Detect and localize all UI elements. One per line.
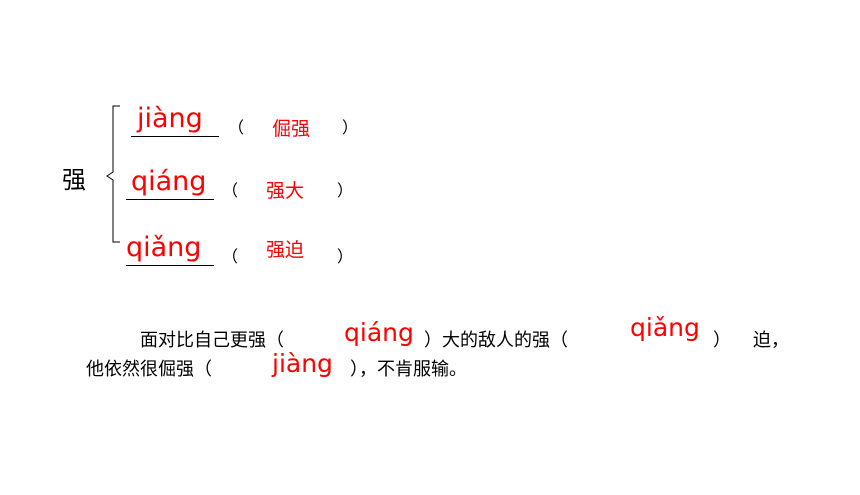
entry-pinyin: jiàng bbox=[137, 103, 203, 134]
sentence-text: 迫， bbox=[753, 330, 789, 351]
main-character: 强 bbox=[62, 166, 86, 194]
brace-icon bbox=[106, 105, 120, 243]
sentence-text: ） bbox=[713, 330, 731, 351]
answer-blank bbox=[131, 136, 219, 137]
sentence-pinyin: qiǎng bbox=[630, 313, 700, 342]
entry-word: 倔强 bbox=[272, 118, 311, 140]
close-paren: ） bbox=[337, 181, 354, 200]
sentence-pinyin: qiáng bbox=[344, 318, 414, 347]
answer-blank bbox=[126, 199, 214, 200]
close-paren: ） bbox=[337, 247, 354, 266]
sentence-text: 他依然很倔强（ bbox=[86, 359, 212, 380]
sentence-text: ）大的敌人的强（ bbox=[424, 330, 568, 351]
entry-pinyin: qiǎng bbox=[126, 232, 202, 263]
open-paren: （ bbox=[228, 118, 245, 137]
open-paren: （ bbox=[222, 181, 239, 200]
entry-word: 强大 bbox=[266, 180, 305, 202]
sentence-text: ），不肯服输。 bbox=[350, 359, 467, 380]
sentence-pinyin: jiàng bbox=[272, 349, 333, 378]
open-paren: （ bbox=[222, 247, 239, 266]
sentence-text: 面对比自己更强（ bbox=[140, 330, 284, 351]
close-paren: ） bbox=[342, 118, 359, 137]
entry-word: 强迫 bbox=[266, 239, 305, 261]
answer-blank bbox=[126, 265, 214, 266]
entry-pinyin: qiáng bbox=[131, 166, 207, 197]
